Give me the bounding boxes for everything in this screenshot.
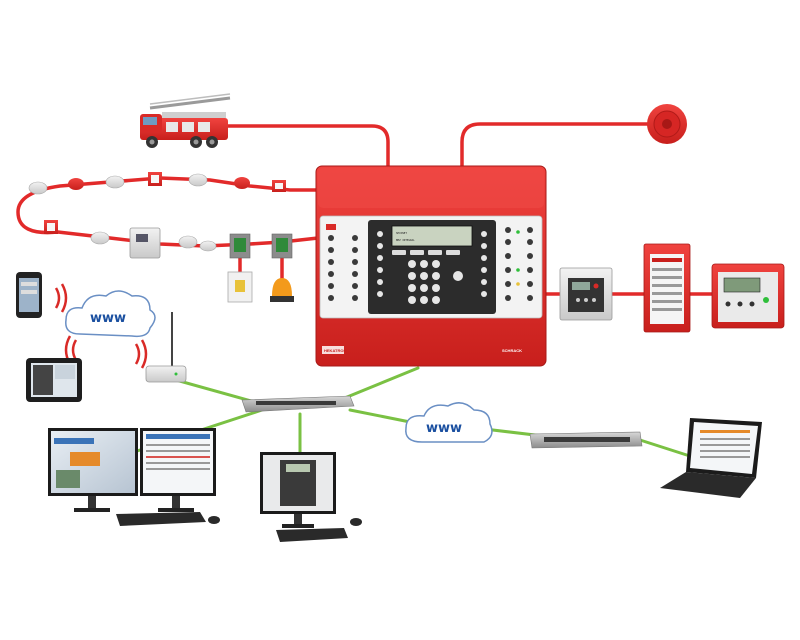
remote-display-panel-icon bbox=[559, 267, 613, 321]
manual-call-point-icon bbox=[44, 220, 58, 234]
panel-softkeys bbox=[392, 250, 460, 255]
alarm-wiring bbox=[16, 122, 714, 296]
cloud-icon-left: www bbox=[65, 290, 156, 338]
detector-loop-devices bbox=[28, 172, 294, 303]
input-module-icon bbox=[271, 233, 293, 259]
network-switch-icon bbox=[241, 395, 355, 413]
smoke-detector-icon bbox=[105, 175, 125, 189]
smoke-detector-icon bbox=[90, 231, 110, 245]
right-function-keys bbox=[505, 227, 533, 301]
status-leds bbox=[516, 230, 520, 286]
lcd-line-2: BMZ INTEGRAL bbox=[396, 238, 415, 242]
manual-call-point-icon bbox=[148, 172, 162, 186]
manual-call-point-icon bbox=[272, 180, 286, 192]
brand-label: HEKATRON bbox=[324, 348, 346, 353]
lcd-line-1: SECONET bbox=[396, 231, 407, 235]
siren-icon bbox=[647, 104, 687, 144]
tablet-icon bbox=[26, 358, 82, 402]
smoke-detector-icon bbox=[28, 181, 48, 195]
single-monitor-workstation-icon bbox=[260, 452, 362, 542]
smartphone-icon bbox=[16, 272, 42, 318]
heat-detector-icon bbox=[234, 177, 250, 189]
input-module-icon bbox=[229, 233, 251, 259]
beacon-icon bbox=[270, 278, 294, 302]
panel-keypad bbox=[377, 231, 487, 304]
dual-monitor-workstation-icon bbox=[48, 428, 220, 526]
network-switch-icon bbox=[529, 431, 643, 449]
smoke-detector-icon bbox=[188, 173, 208, 187]
sub-brand-label: SCHRACK bbox=[502, 348, 522, 353]
wireless-router-icon bbox=[145, 312, 187, 383]
cloud-label-center: www bbox=[426, 421, 462, 436]
smoke-detector-icon bbox=[199, 240, 217, 252]
fire-indicator-panel-icon bbox=[711, 263, 785, 329]
fire-alarm-control-panel: SECONET BMZ INTEGRAL bbox=[315, 165, 547, 367]
brand-plate-left bbox=[322, 346, 344, 354]
panel-lcd-display: SECONET BMZ INTEGRAL bbox=[391, 225, 473, 247]
cloud-label-left: www bbox=[90, 311, 126, 326]
wireless-signal-icon bbox=[54, 283, 148, 369]
fire-brigade-panel-icon bbox=[643, 243, 691, 333]
cloud-icon-center: www bbox=[405, 402, 493, 443]
heat-detector-icon bbox=[68, 178, 84, 190]
laptop-icon bbox=[660, 418, 762, 498]
key-switch-icon bbox=[227, 271, 253, 303]
smoke-detector-icon bbox=[178, 235, 198, 249]
left-function-keys bbox=[326, 224, 358, 301]
gas-detector-icon bbox=[129, 227, 161, 259]
fire-truck-icon bbox=[140, 93, 231, 148]
